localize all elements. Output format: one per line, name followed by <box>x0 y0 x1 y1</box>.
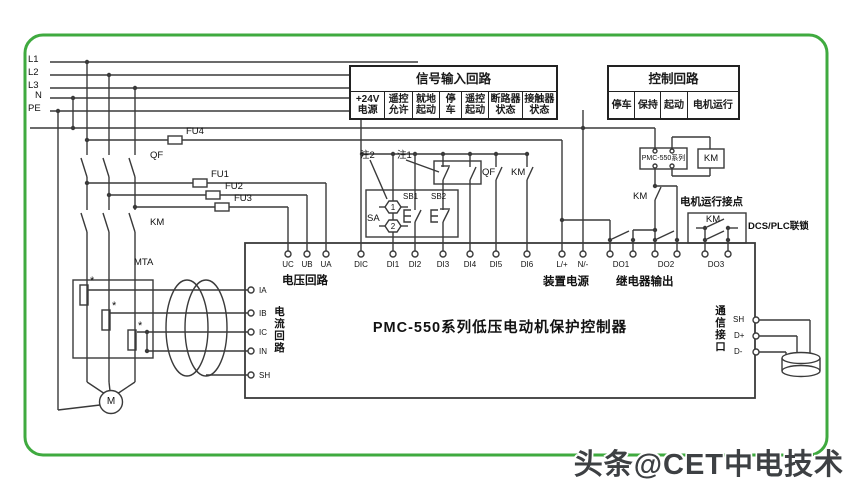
ct-group <box>72 279 248 415</box>
breaker-contactor-poles <box>80 62 136 395</box>
signal-col-contactor-status: 接触器状态 <box>524 94 555 116</box>
stop-button-label: SB2 <box>431 192 447 201</box>
contactor-label: KM <box>150 217 165 228</box>
selector-pos2: 2 <box>390 222 396 231</box>
ring-ct <box>165 279 209 377</box>
fuse-label-fu2: FU2 <box>225 181 243 192</box>
km-seal-contact-label: KM <box>633 191 648 202</box>
voltage-circuit-caption: 电压回路 <box>282 275 328 287</box>
pmc-relay-box <box>639 147 688 170</box>
terminal-do3: DO3 <box>707 260 725 269</box>
terminal-ib: IB <box>259 309 267 318</box>
terminal-comm-sh: SH <box>733 315 745 324</box>
input-contact-group <box>360 117 534 251</box>
fuse-label-fu1: FU1 <box>211 169 229 180</box>
control-col-stop: 停车 <box>609 92 636 118</box>
signal-table-title: 信号输入回路 <box>351 67 556 92</box>
line-label-pe: PE <box>28 103 41 114</box>
terminal-di3: DI3 <box>436 260 450 269</box>
terminal-ub: UB <box>301 260 313 269</box>
signal-col-remote-permit: 遥控允许 <box>385 92 413 118</box>
device-power-caption: 装置电源 <box>543 276 589 288</box>
motor-label: M <box>106 396 116 407</box>
terminal-comm-dminus: D- <box>734 347 743 356</box>
output-wiring <box>561 110 747 251</box>
comm-cable <box>759 319 821 378</box>
fuse-label-fu3: FU3 <box>234 193 252 204</box>
current-circuit-caption: 电流回路 <box>274 306 285 354</box>
motor-symbol <box>98 389 124 415</box>
pushbutton-icon <box>403 209 411 223</box>
terminal-do2: DO2 <box>657 260 675 269</box>
terminal-ia: IA <box>259 286 267 295</box>
terminal-di5: DI5 <box>489 260 503 269</box>
breaker-status-contact-label: QF <box>482 167 496 178</box>
control-col-start: 起动 <box>661 92 688 118</box>
pushbutton-icon <box>430 209 438 223</box>
terminal-ua: UA <box>320 260 332 269</box>
note1-label: 注1 <box>397 150 412 161</box>
dcs-plc-interlock-label: DCS/PLC联锁 <box>748 221 809 232</box>
line-label-l2: L2 <box>28 67 39 78</box>
ct-polarity-mark: * <box>138 320 143 332</box>
control-col-hold: 保持 <box>635 92 662 118</box>
terminal-do1: DO1 <box>612 260 630 269</box>
mta-box <box>72 279 154 359</box>
terminal-l-plus: L/+ <box>556 260 568 269</box>
terminal-di2: DI2 <box>408 260 422 269</box>
start-button-label: SB1 <box>403 192 419 201</box>
terminal-in: IN <box>259 347 267 356</box>
signal-col-local-start: 就地起动 <box>413 92 441 118</box>
ct-polarity-mark: * <box>112 300 117 312</box>
line-label-l1: L1 <box>28 54 39 65</box>
watermark-text: 头条@CET中电技术 <box>573 449 844 481</box>
line-label-l3: L3 <box>28 80 39 91</box>
terminal-di1: DI1 <box>386 260 400 269</box>
ct-polarity-mark: * <box>90 275 95 287</box>
signal-col-breaker-status: 断路器状态 <box>489 92 523 118</box>
remote-contact-box <box>433 160 482 185</box>
line-label-n: N <box>35 90 42 101</box>
contactor-status-contact-label: KM <box>511 167 526 178</box>
signal-col-24v: +24V电源 <box>351 92 386 118</box>
control-col-motor-run: 电机运行 <box>692 99 733 111</box>
run-contact-title: 电机运行接点 <box>680 196 743 208</box>
terminal-di6: DI6 <box>520 260 534 269</box>
green-frame <box>23 33 829 457</box>
terminal-n-minus: N/- <box>577 260 589 269</box>
signal-col-stop: 停车 <box>440 92 462 118</box>
fuse-group <box>87 135 562 251</box>
selector-pos1: 1 <box>390 203 396 212</box>
terminal-sh: SH <box>259 371 271 380</box>
run-contact-km-label: KM <box>705 214 721 225</box>
control-table-title: 控制回路 <box>609 67 738 92</box>
fuse-label-fu4: FU4 <box>186 126 204 137</box>
note2-label: 注2 <box>360 150 375 161</box>
relay-output-caption: 继电器输出 <box>616 276 674 288</box>
comm-port-caption: 通信接口 <box>715 305 726 353</box>
km-coil-box <box>697 148 725 169</box>
pmc-relay-label: PMC-550系列 <box>641 155 686 162</box>
breaker-label: QF <box>150 150 164 161</box>
terminal-dic: DIC <box>354 260 368 269</box>
main-unit-title: PMC-550系列低压电动机保护控制器 <box>372 320 628 336</box>
local-panel-box <box>365 189 459 238</box>
km-coil-label: KM <box>703 153 719 164</box>
terminal-circles <box>247 250 760 379</box>
signal-input-table: 信号输入回路 +24V电源 遥控允许 就地起动 停车 遥控起动 断路器状态 接触… <box>349 65 558 120</box>
ct-box-label: MTA <box>134 257 154 268</box>
terminal-comm-dplus: D+ <box>734 331 745 340</box>
terminal-ic: IC <box>259 328 267 337</box>
terminal-uc: UC <box>282 260 294 269</box>
terminal-di4: DI4 <box>463 260 477 269</box>
selector-switch-label: SA <box>367 213 380 224</box>
control-circuit-table: 控制回路 停车 保持 起动 电机运行 <box>607 65 740 120</box>
signal-col-remote-start: 遥控起动 <box>462 92 490 118</box>
ring-ct <box>184 279 228 377</box>
junction-dots <box>55 59 731 354</box>
